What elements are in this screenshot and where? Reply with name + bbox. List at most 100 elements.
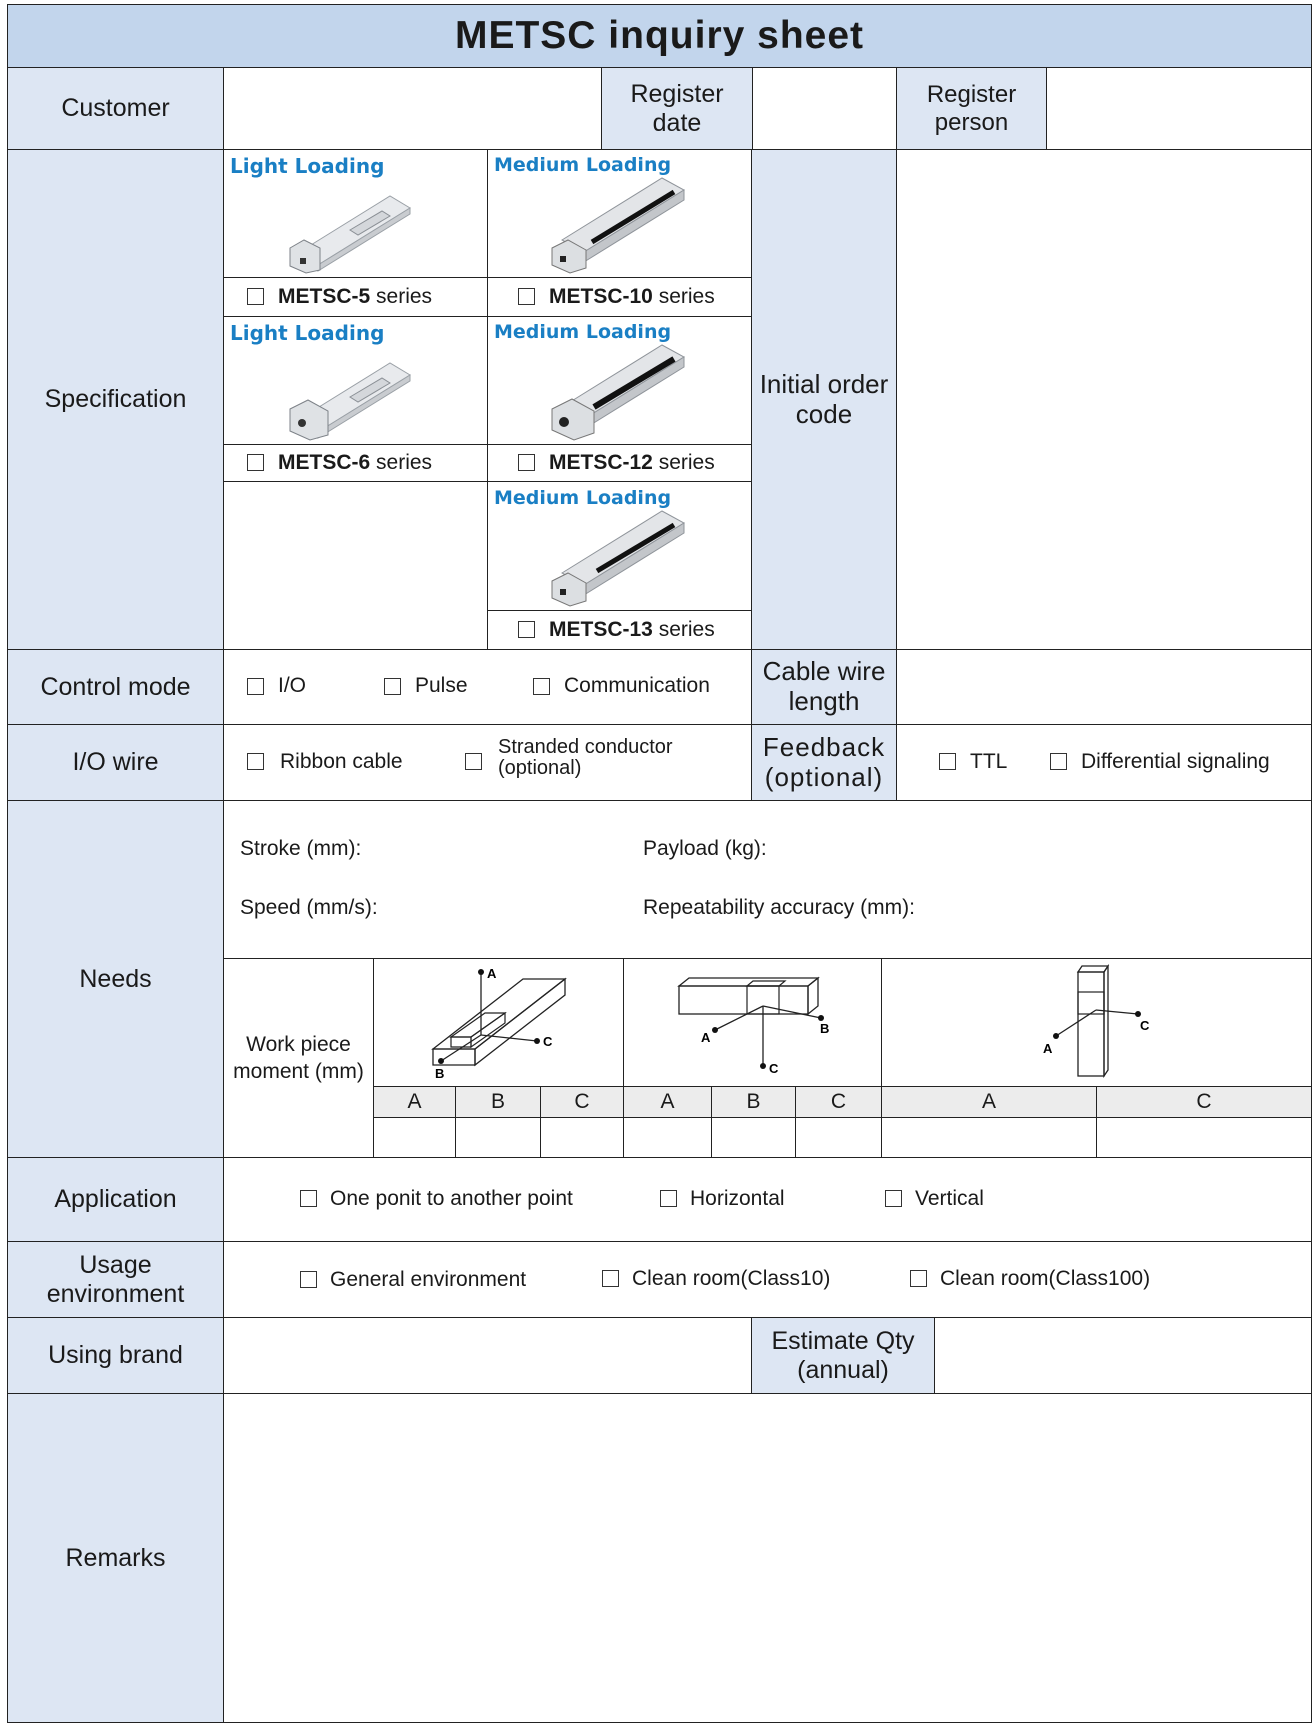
moment-header-1-c: C [540, 1086, 624, 1118]
application-options [223, 1157, 1312, 1242]
moment-header-2-b: B [711, 1086, 796, 1118]
moment-diagram-cell-2 [623, 958, 882, 1087]
loading-label-metsc-12: Medium Loading [494, 321, 672, 343]
checkbox-point-to-point[interactable] [300, 1190, 317, 1207]
initial-order-code-field[interactable] [896, 149, 1312, 650]
register-date-label: Register date [601, 67, 753, 150]
moment-header-1-b: B [455, 1086, 541, 1118]
diagram-2-label-b: B [820, 1021, 829, 1036]
moment-value-1-b[interactable] [455, 1117, 541, 1158]
checkbox-stranded-conductor[interactable] [465, 753, 482, 770]
series-label-metsc-13: METSC-13 series [549, 618, 715, 641]
checkbox-control-communication[interactable] [533, 678, 550, 695]
moment-header-1-a: A [373, 1086, 456, 1118]
actuator-image-medium-3 [551, 510, 685, 607]
io-option-ribbon-cable: Ribbon cable [280, 750, 403, 773]
moment-value-3-c[interactable] [1096, 1117, 1312, 1158]
initial-order-code-label: Initial order code [751, 149, 897, 650]
diagram-1-label-b: B [435, 1066, 444, 1081]
moment-header-3-c: C [1096, 1086, 1312, 1118]
repeatability-field[interactable]: Repeatability accuracy (mm): [643, 896, 915, 919]
estimate-qty-field[interactable] [934, 1317, 1312, 1394]
moment-value-1-c[interactable] [540, 1117, 624, 1158]
moment-header-2-a: A [623, 1086, 712, 1118]
checkbox-control-pulse[interactable] [384, 678, 401, 695]
io-wire-label: I/O wire [7, 724, 224, 801]
moment-header-3-a: A [881, 1086, 1097, 1118]
application-option-vertical: Vertical [915, 1187, 984, 1210]
checkbox-ttl[interactable] [939, 753, 956, 770]
checkbox-metsc-6[interactable] [247, 454, 264, 471]
speed-field[interactable]: Speed (mm/s): [240, 896, 378, 919]
moment-diagram-cell-1 [373, 958, 624, 1087]
checkbox-general-environment[interactable] [300, 1271, 317, 1288]
checkbox-clean-room-class100[interactable] [910, 1270, 927, 1287]
actuator-image-light-1 [289, 195, 411, 274]
checkbox-control-io[interactable] [247, 678, 264, 695]
application-option-point-to-point: One ponit to another point [330, 1187, 573, 1210]
customer-label: Customer [7, 67, 224, 150]
needs-label: Needs [7, 800, 224, 1158]
checkbox-clean-room-class10[interactable] [602, 1270, 619, 1287]
feedback-options [896, 724, 1312, 801]
usage-environment-options [223, 1241, 1312, 1318]
diagram-2-label-a: A [701, 1030, 711, 1045]
checkbox-metsc-12[interactable] [518, 454, 535, 471]
remarks-field[interactable] [223, 1393, 1312, 1723]
moment-value-2-a[interactable] [623, 1117, 712, 1158]
series-option-metsc-6[interactable] [223, 444, 488, 482]
diagram-1-label-c: C [543, 1034, 553, 1049]
using-brand-field[interactable] [223, 1317, 752, 1394]
checkbox-horizontal[interactable] [660, 1190, 677, 1207]
moment-value-2-b[interactable] [711, 1117, 796, 1158]
series-label-metsc-5: METSC-5 series [278, 285, 433, 308]
control-mode-label: Control mode [7, 649, 224, 725]
register-person-field[interactable] [1046, 67, 1312, 150]
checkbox-metsc-10[interactable] [518, 288, 535, 305]
loading-label-metsc-6: Light Loading [230, 321, 385, 345]
register-date-field[interactable] [752, 67, 897, 150]
cable-wire-length-field[interactable] [896, 649, 1312, 725]
checkbox-ribbon-cable[interactable] [247, 753, 264, 770]
control-option-communication: Communication [564, 674, 710, 697]
moment-diagram-2: A B C [677, 976, 829, 1076]
customer-field[interactable] [223, 67, 602, 150]
checkbox-vertical[interactable] [885, 1190, 902, 1207]
checkbox-metsc-5[interactable] [247, 288, 264, 305]
series-label-metsc-10: METSC-10 series [549, 285, 715, 308]
control-option-io: I/O [278, 674, 307, 697]
moment-diagram-1: A C B [431, 966, 567, 1081]
diagram-2-label-c: C [769, 1061, 779, 1076]
product-image-metsc-5 [223, 149, 488, 278]
payload-field[interactable]: Payload (kg): [643, 837, 767, 860]
checkbox-metsc-13[interactable] [518, 621, 535, 638]
diagram-3-label-c: C [1140, 1018, 1150, 1033]
cable-wire-length-label: Cable wire length [751, 649, 897, 725]
loading-label-metsc-13: Medium Loading [494, 487, 672, 509]
diagram-3-label-a: A [1043, 1041, 1053, 1056]
feedback-option-ttl: TTL [970, 750, 1008, 773]
actuator-image-medium-2 [551, 344, 685, 441]
moment-value-2-c[interactable] [795, 1117, 882, 1158]
specification-label: Specification [7, 149, 224, 650]
series-label-metsc-12: METSC-12 series [549, 451, 715, 474]
estimate-qty-label: Estimate Qty (annual) [751, 1317, 935, 1394]
moment-diagram-cell-3 [881, 958, 1312, 1087]
loading-label-metsc-10: Medium Loading [494, 154, 672, 176]
moment-header-2-c: C [795, 1086, 882, 1118]
moment-value-1-a[interactable] [373, 1117, 456, 1158]
feedback-option-differential-signaling: Differential signaling [1081, 750, 1270, 773]
application-label: Application [7, 1157, 224, 1242]
checkbox-differential-signaling[interactable] [1050, 753, 1067, 770]
moment-value-3-a[interactable] [881, 1117, 1097, 1158]
usage-environment-label: Usage environment [7, 1241, 224, 1318]
work-piece-moment-label: Work piece moment (mm) [223, 958, 374, 1158]
application-option-horizontal: Horizontal [690, 1187, 785, 1210]
needs-fields [223, 800, 1312, 959]
usage-option-general-environment: General environment [330, 1268, 527, 1291]
control-mode-options [223, 649, 752, 725]
stroke-field[interactable]: Stroke (mm): [240, 837, 362, 860]
control-option-pulse: Pulse [415, 674, 468, 697]
register-person-label: Register person [896, 67, 1047, 150]
series-label-metsc-6: METSC-6 series [278, 451, 433, 474]
